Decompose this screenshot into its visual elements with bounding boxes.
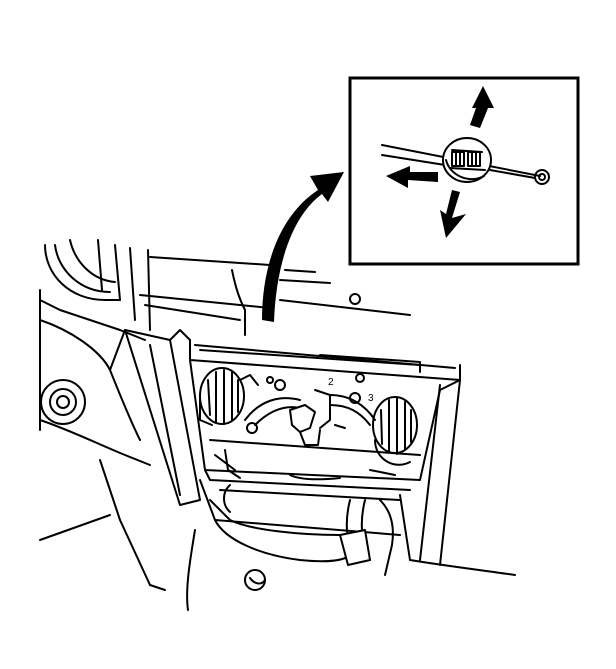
cable-assembly [239,373,376,446]
console-left-trim [109,329,201,591]
panel-labels: 2 3 [328,377,374,404]
label-2: 2 [328,377,334,388]
screw-hole-icon [349,293,361,305]
right-control-knob [372,396,418,466]
hvac-control-panel [189,339,461,566]
curved-callout-arrow [262,172,344,322]
lower-console-bracket [186,449,516,611]
cable-end-clip [442,137,492,183]
left-dash-panel [39,289,151,541]
detail-inset [348,76,580,266]
down-arrow [440,190,466,238]
left-air-vent [44,239,151,331]
cable-end-loop [534,169,550,185]
up-arrow [470,86,494,128]
left-control-knob [199,367,245,426]
left-arrow [386,166,438,188]
round-switch-icon [40,379,86,425]
label-3: 3 [368,393,374,404]
upper-dash [139,256,411,336]
